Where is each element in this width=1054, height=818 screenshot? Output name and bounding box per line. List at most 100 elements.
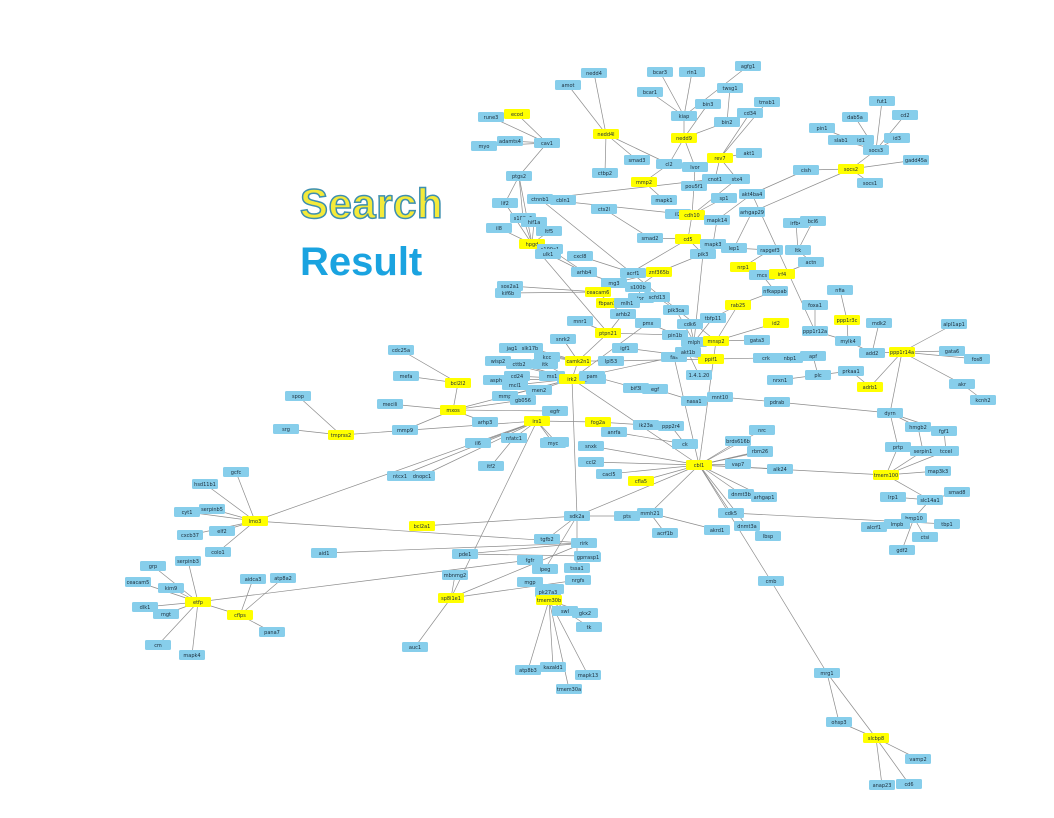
- node-result[interactable]: gcfc: [223, 467, 249, 477]
- node-result[interactable]: id3: [884, 133, 910, 143]
- node-search[interactable]: etfp: [185, 597, 211, 607]
- node-search[interactable]: ppp1r3c: [834, 315, 860, 325]
- node-result[interactable]: apf: [800, 351, 826, 361]
- node-box[interactable]: [859, 348, 885, 358]
- node-box[interactable]: [711, 193, 737, 203]
- node-box[interactable]: [805, 370, 831, 380]
- node-box[interactable]: [690, 249, 716, 259]
- node-result[interactable]: ctsi: [912, 532, 938, 542]
- node-result[interactable]: pam: [579, 371, 605, 381]
- node-result[interactable]: ptgs2: [506, 171, 532, 181]
- node-result[interactable]: colo1: [205, 547, 231, 557]
- node-box[interactable]: [736, 148, 762, 158]
- node-box[interactable]: [465, 438, 491, 448]
- node-result[interactable]: fos8: [964, 354, 990, 364]
- node-result[interactable]: dnopc1: [409, 471, 435, 481]
- node-box[interactable]: [438, 593, 464, 603]
- node-box[interactable]: [578, 441, 604, 451]
- node-result[interactable]: id1: [848, 135, 874, 145]
- node-result[interactable]: lvor: [682, 162, 708, 172]
- node-result[interactable]: mmp9: [392, 425, 418, 435]
- node-box[interactable]: [838, 366, 864, 376]
- node-result[interactable]: twsg1: [717, 83, 743, 93]
- node-result[interactable]: tbfp11: [700, 313, 726, 323]
- node-box[interactable]: [132, 602, 158, 612]
- node-box[interactable]: [559, 374, 585, 384]
- node-result[interactable]: lpl53: [598, 356, 624, 366]
- node-result[interactable]: dyrn: [877, 408, 903, 418]
- node-result[interactable]: nbp1: [777, 353, 803, 363]
- node-box[interactable]: [885, 442, 911, 452]
- node-result[interactable]: pk27a3: [535, 587, 561, 597]
- node-box[interactable]: [686, 370, 712, 380]
- node-box[interactable]: [647, 67, 673, 77]
- node-box[interactable]: [739, 189, 765, 199]
- node-box[interactable]: [863, 145, 889, 155]
- node-box[interactable]: [880, 492, 906, 502]
- node-box[interactable]: [534, 138, 560, 148]
- node-box[interactable]: [585, 287, 611, 297]
- node-search[interactable]: lmo3: [242, 516, 268, 526]
- node-box[interactable]: [485, 356, 511, 366]
- node-box[interactable]: [869, 96, 895, 106]
- node-box[interactable]: [884, 133, 910, 143]
- node-result[interactable]: gata6: [939, 346, 965, 356]
- node-result[interactable]: adamts4: [497, 136, 523, 146]
- node-result[interactable]: slk17b: [517, 343, 543, 353]
- node-box[interactable]: [637, 508, 663, 518]
- node-box[interactable]: [550, 334, 576, 344]
- node-box[interactable]: [591, 204, 617, 214]
- node-result[interactable]: ntcx1: [387, 471, 413, 481]
- node-result[interactable]: il8: [486, 223, 512, 233]
- node-box[interactable]: [798, 257, 824, 267]
- node-result[interactable]: stx4: [724, 174, 750, 184]
- node-search[interactable]: sp8i1e1: [438, 593, 464, 603]
- node-result[interactable]: ohsp3: [826, 717, 852, 727]
- node-box[interactable]: [889, 347, 915, 357]
- node-search[interactable]: rev7: [707, 153, 733, 163]
- node-box[interactable]: [478, 461, 504, 471]
- node-box[interactable]: [504, 109, 530, 119]
- node-box[interactable]: [725, 459, 751, 469]
- node-result[interactable]: akt1b: [675, 347, 701, 357]
- node-box[interactable]: [564, 511, 590, 521]
- node-result[interactable]: smad3: [624, 155, 650, 165]
- node-box[interactable]: [578, 457, 604, 467]
- node-result[interactable]: ik23a: [633, 420, 659, 430]
- node-box[interactable]: [757, 245, 783, 255]
- node-box[interactable]: [540, 662, 566, 672]
- node-result[interactable]: prtp: [885, 442, 911, 452]
- node-box[interactable]: [209, 526, 235, 536]
- node-result[interactable]: igf1: [612, 343, 638, 353]
- node-result[interactable]: aid1: [311, 548, 337, 558]
- node-result[interactable]: srg: [273, 424, 299, 434]
- node-search[interactable]: ppif1: [698, 354, 724, 364]
- node-box[interactable]: [933, 446, 959, 456]
- node-box[interactable]: [175, 556, 201, 566]
- node-result[interactable]: mnt10: [707, 392, 733, 402]
- node-result[interactable]: bin2: [714, 117, 740, 127]
- node-result[interactable]: cacl5: [596, 469, 622, 479]
- node-box[interactable]: [625, 282, 651, 292]
- node-box[interactable]: [679, 210, 705, 220]
- node-box[interactable]: [758, 576, 784, 586]
- node-box[interactable]: [802, 300, 828, 310]
- node-box[interactable]: [652, 528, 678, 538]
- node-box[interactable]: [612, 343, 638, 353]
- node-result[interactable]: il6: [465, 438, 491, 448]
- node-box[interactable]: [556, 684, 582, 694]
- node-box[interactable]: [785, 245, 811, 255]
- node-box[interactable]: [896, 779, 922, 789]
- node-box[interactable]: [564, 563, 590, 573]
- node-box[interactable]: [970, 395, 996, 405]
- node-box[interactable]: [735, 61, 761, 71]
- node-box[interactable]: [521, 217, 547, 227]
- node-box[interactable]: [535, 587, 561, 597]
- node-result[interactable]: mbnmg2: [442, 570, 468, 580]
- node-result[interactable]: agfg1: [735, 61, 761, 71]
- node-result[interactable]: gata3: [744, 335, 770, 345]
- node-box[interactable]: [730, 262, 756, 272]
- node-box[interactable]: [637, 233, 663, 243]
- node-box[interactable]: [700, 313, 726, 323]
- node-box[interactable]: [614, 511, 640, 521]
